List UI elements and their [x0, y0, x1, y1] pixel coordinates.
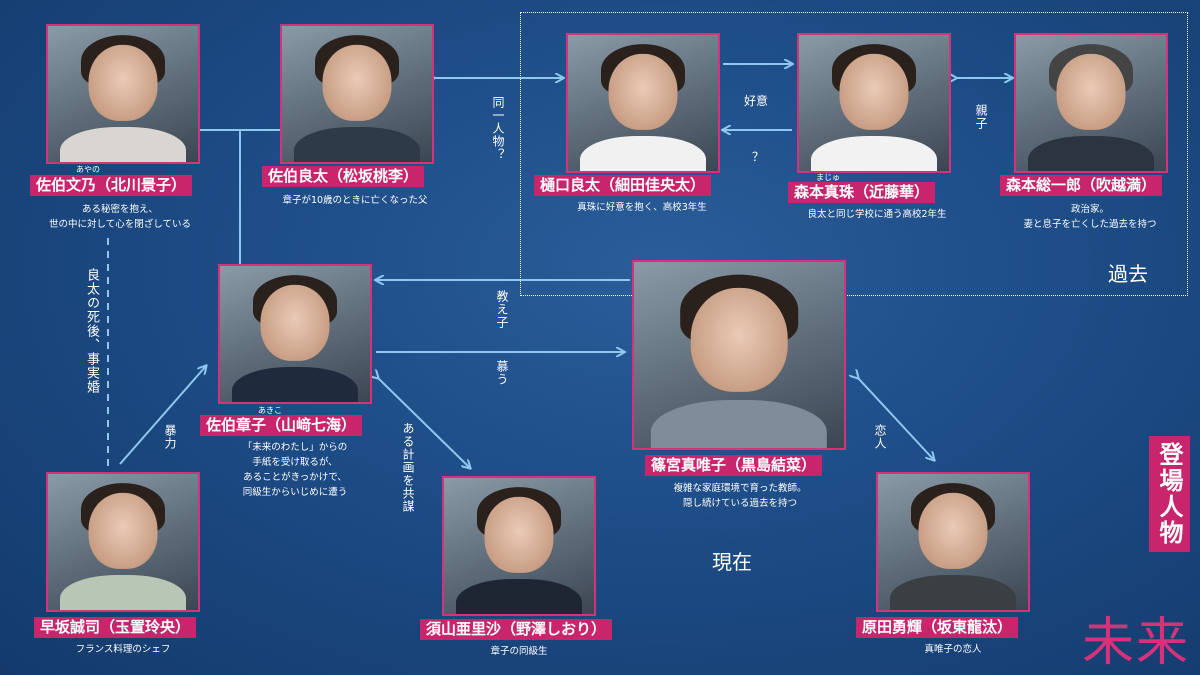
- photo-soichiro: [1014, 33, 1168, 173]
- label-like: 好意: [744, 94, 769, 108]
- photo-fumino: [46, 24, 200, 164]
- photo-akiko: [218, 264, 372, 404]
- name-akiko: 佐伯章子（山﨑七海）: [200, 415, 363, 436]
- label-same-person: 同一人物？: [491, 96, 505, 161]
- ruby-fumino: あやの: [76, 165, 100, 174]
- past-label: 過去: [1108, 262, 1148, 286]
- label-lover: 恋人: [873, 424, 887, 450]
- name-soichiro: 森本総一郎（吹越満）: [1000, 175, 1163, 196]
- desc-soichiro: 政治家。 妻と息子を亡くした過去を持つ: [1023, 204, 1157, 230]
- page-title: 登場人物: [1149, 436, 1190, 552]
- desc-higuchi: 真珠に好意を抱く、高校3年生: [577, 202, 707, 213]
- label-violence: 暴力: [163, 424, 177, 450]
- photo-higuchi: [566, 33, 720, 173]
- photo-hayasaka: [46, 472, 200, 612]
- name-mashu: 森本真珠（近藤華）: [788, 182, 936, 203]
- ruby-mashu: まじゅ: [816, 173, 840, 182]
- name-fumino: 佐伯文乃（北川景子）: [30, 175, 193, 196]
- desc-mashu: 良太と同じ学校に通う高校2年生: [807, 209, 947, 220]
- name-suyama: 須山亜里沙（野澤しおり）: [420, 619, 613, 640]
- name-ryota: 佐伯良太（松坂桃李）: [262, 166, 425, 187]
- desc-harada: 真唯子の恋人: [924, 644, 982, 655]
- desc-mayuko: 複雑な家庭環境で育った教師。 隠し続けている過去を持つ: [673, 483, 807, 509]
- photo-mayuko: [632, 260, 846, 450]
- name-mayuko: 篠宮真唯子（黒島結菜）: [645, 455, 823, 476]
- photo-suyama: [442, 476, 596, 616]
- label-plan: ある計画を共謀: [401, 422, 415, 513]
- brand-logo: 未来: [1082, 613, 1191, 673]
- label-parent-child: 親子: [974, 104, 988, 130]
- photo-harada: [876, 472, 1030, 612]
- label-marriage: 良太の死後、事実婚: [84, 268, 99, 394]
- label-admire: 慕う: [495, 360, 509, 386]
- label-teach: 教え子: [495, 290, 509, 329]
- desc-suyama: 章子の同級生: [490, 646, 548, 657]
- ruby-akiko: あきこ: [258, 406, 282, 415]
- desc-akiko: 「未来のわたし」からの 手紙を受け取るが、 あることがきっかけで、 同級生からい…: [242, 442, 348, 498]
- desc-hayasaka: フランス料理のシェフ: [75, 644, 171, 655]
- desc-ryota: 章子が10歳のときに亡くなった父: [282, 195, 428, 206]
- photo-ryota: [280, 24, 434, 164]
- photo-mashu: [797, 33, 951, 173]
- label-question: ？: [752, 150, 765, 164]
- name-hayasaka: 早坂誠司（玉置玲央）: [34, 617, 197, 638]
- name-harada: 原田勇輝（坂東龍汰）: [856, 617, 1019, 638]
- past-frame: [520, 12, 1188, 296]
- desc-fumino: ある秘密を抱え、 世の中に対して心を閉ざしている: [49, 204, 191, 230]
- name-higuchi: 樋口良太（細田佳央太）: [534, 175, 712, 196]
- present-label: 現在: [712, 550, 752, 574]
